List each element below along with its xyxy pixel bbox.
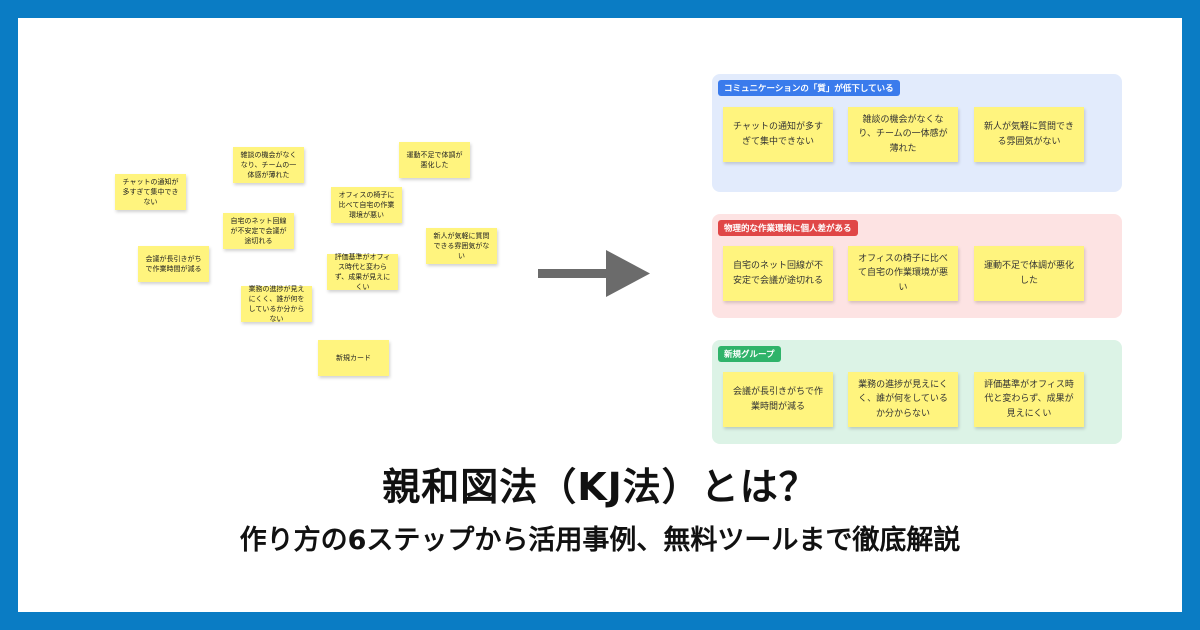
sticky-note[interactable]: 運動不足で体調が悪化した xyxy=(974,246,1084,301)
sticky-note[interactable]: 業務の進捗が見えにくく、誰が何をしているか分からない xyxy=(241,285,312,323)
sticky-note-new[interactable]: 新規カード xyxy=(318,340,389,376)
sticky-note[interactable]: 雑談の機会がなくなり、チームの一体感が薄れた xyxy=(233,147,304,183)
group-label: コミュニケーションの「質」が低下している xyxy=(718,80,900,96)
sticky-note[interactable]: チャットの通知が多すぎて集中できない xyxy=(723,107,833,162)
sticky-note[interactable]: 評価基準がオフィス時代と変わらず、成果が見えにくい xyxy=(327,253,398,291)
sticky-note[interactable]: 会議が長引きがちで作業時間が減る xyxy=(723,372,833,427)
group-new[interactable]: 新規グループ 会議が長引きがちで作業時間が減る 業務の進捗が見えにくく、誰が何を… xyxy=(712,340,1122,444)
canvas: チャットの通知が多すぎて集中できない 雑談の機会がなくなり、チームの一体感が薄れ… xyxy=(18,18,1182,612)
sticky-note[interactable]: 雑談の機会がなくなり、チームの一体感が薄れた xyxy=(848,107,958,162)
sticky-note[interactable]: 新人が気軽に質問できる雰囲気がない xyxy=(426,228,497,264)
sticky-note[interactable]: オフィスの椅子に比べて自宅の作業環境が悪い xyxy=(848,246,958,301)
group-communication[interactable]: コミュニケーションの「質」が低下している チャットの通知が多すぎて集中できない … xyxy=(712,74,1122,192)
sticky-note[interactable]: 会議が長引きがちで作業時間が減る xyxy=(138,246,209,282)
group-label: 物理的な作業環境に個人差がある xyxy=(718,220,858,236)
sticky-note[interactable]: 自宅のネット回線が不安定で会議が途切れる xyxy=(223,213,294,249)
sticky-note[interactable]: 新人が気軽に質問できる雰囲気がない xyxy=(974,107,1084,162)
group-label: 新規グループ xyxy=(718,346,781,362)
sticky-note[interactable]: 評価基準がオフィス時代と変わらず、成果が見えにくい xyxy=(974,372,1084,427)
sticky-note[interactable]: チャットの通知が多すぎて集中できない xyxy=(115,174,186,210)
sticky-note[interactable]: オフィスの椅子に比べて自宅の作業環境が悪い xyxy=(331,187,402,223)
page-subtitle: 作り方の6ステップから活用事例、無料ツールまで徹底解説 xyxy=(239,525,961,556)
sticky-note[interactable]: 運動不足で体調が悪化した xyxy=(399,142,470,178)
sticky-note[interactable]: 業務の進捗が見えにくく、誰が何をしているか分からない xyxy=(848,372,958,427)
sticky-note[interactable]: 自宅のネット回線が不安定で会議が途切れる xyxy=(723,246,833,301)
page-title: 親和図法（KJ法）とは？ xyxy=(382,465,818,509)
right-arrow-icon xyxy=(538,250,650,297)
group-environment[interactable]: 物理的な作業環境に個人差がある 自宅のネット回線が不安定で会議が途切れる オフィ… xyxy=(712,214,1122,318)
